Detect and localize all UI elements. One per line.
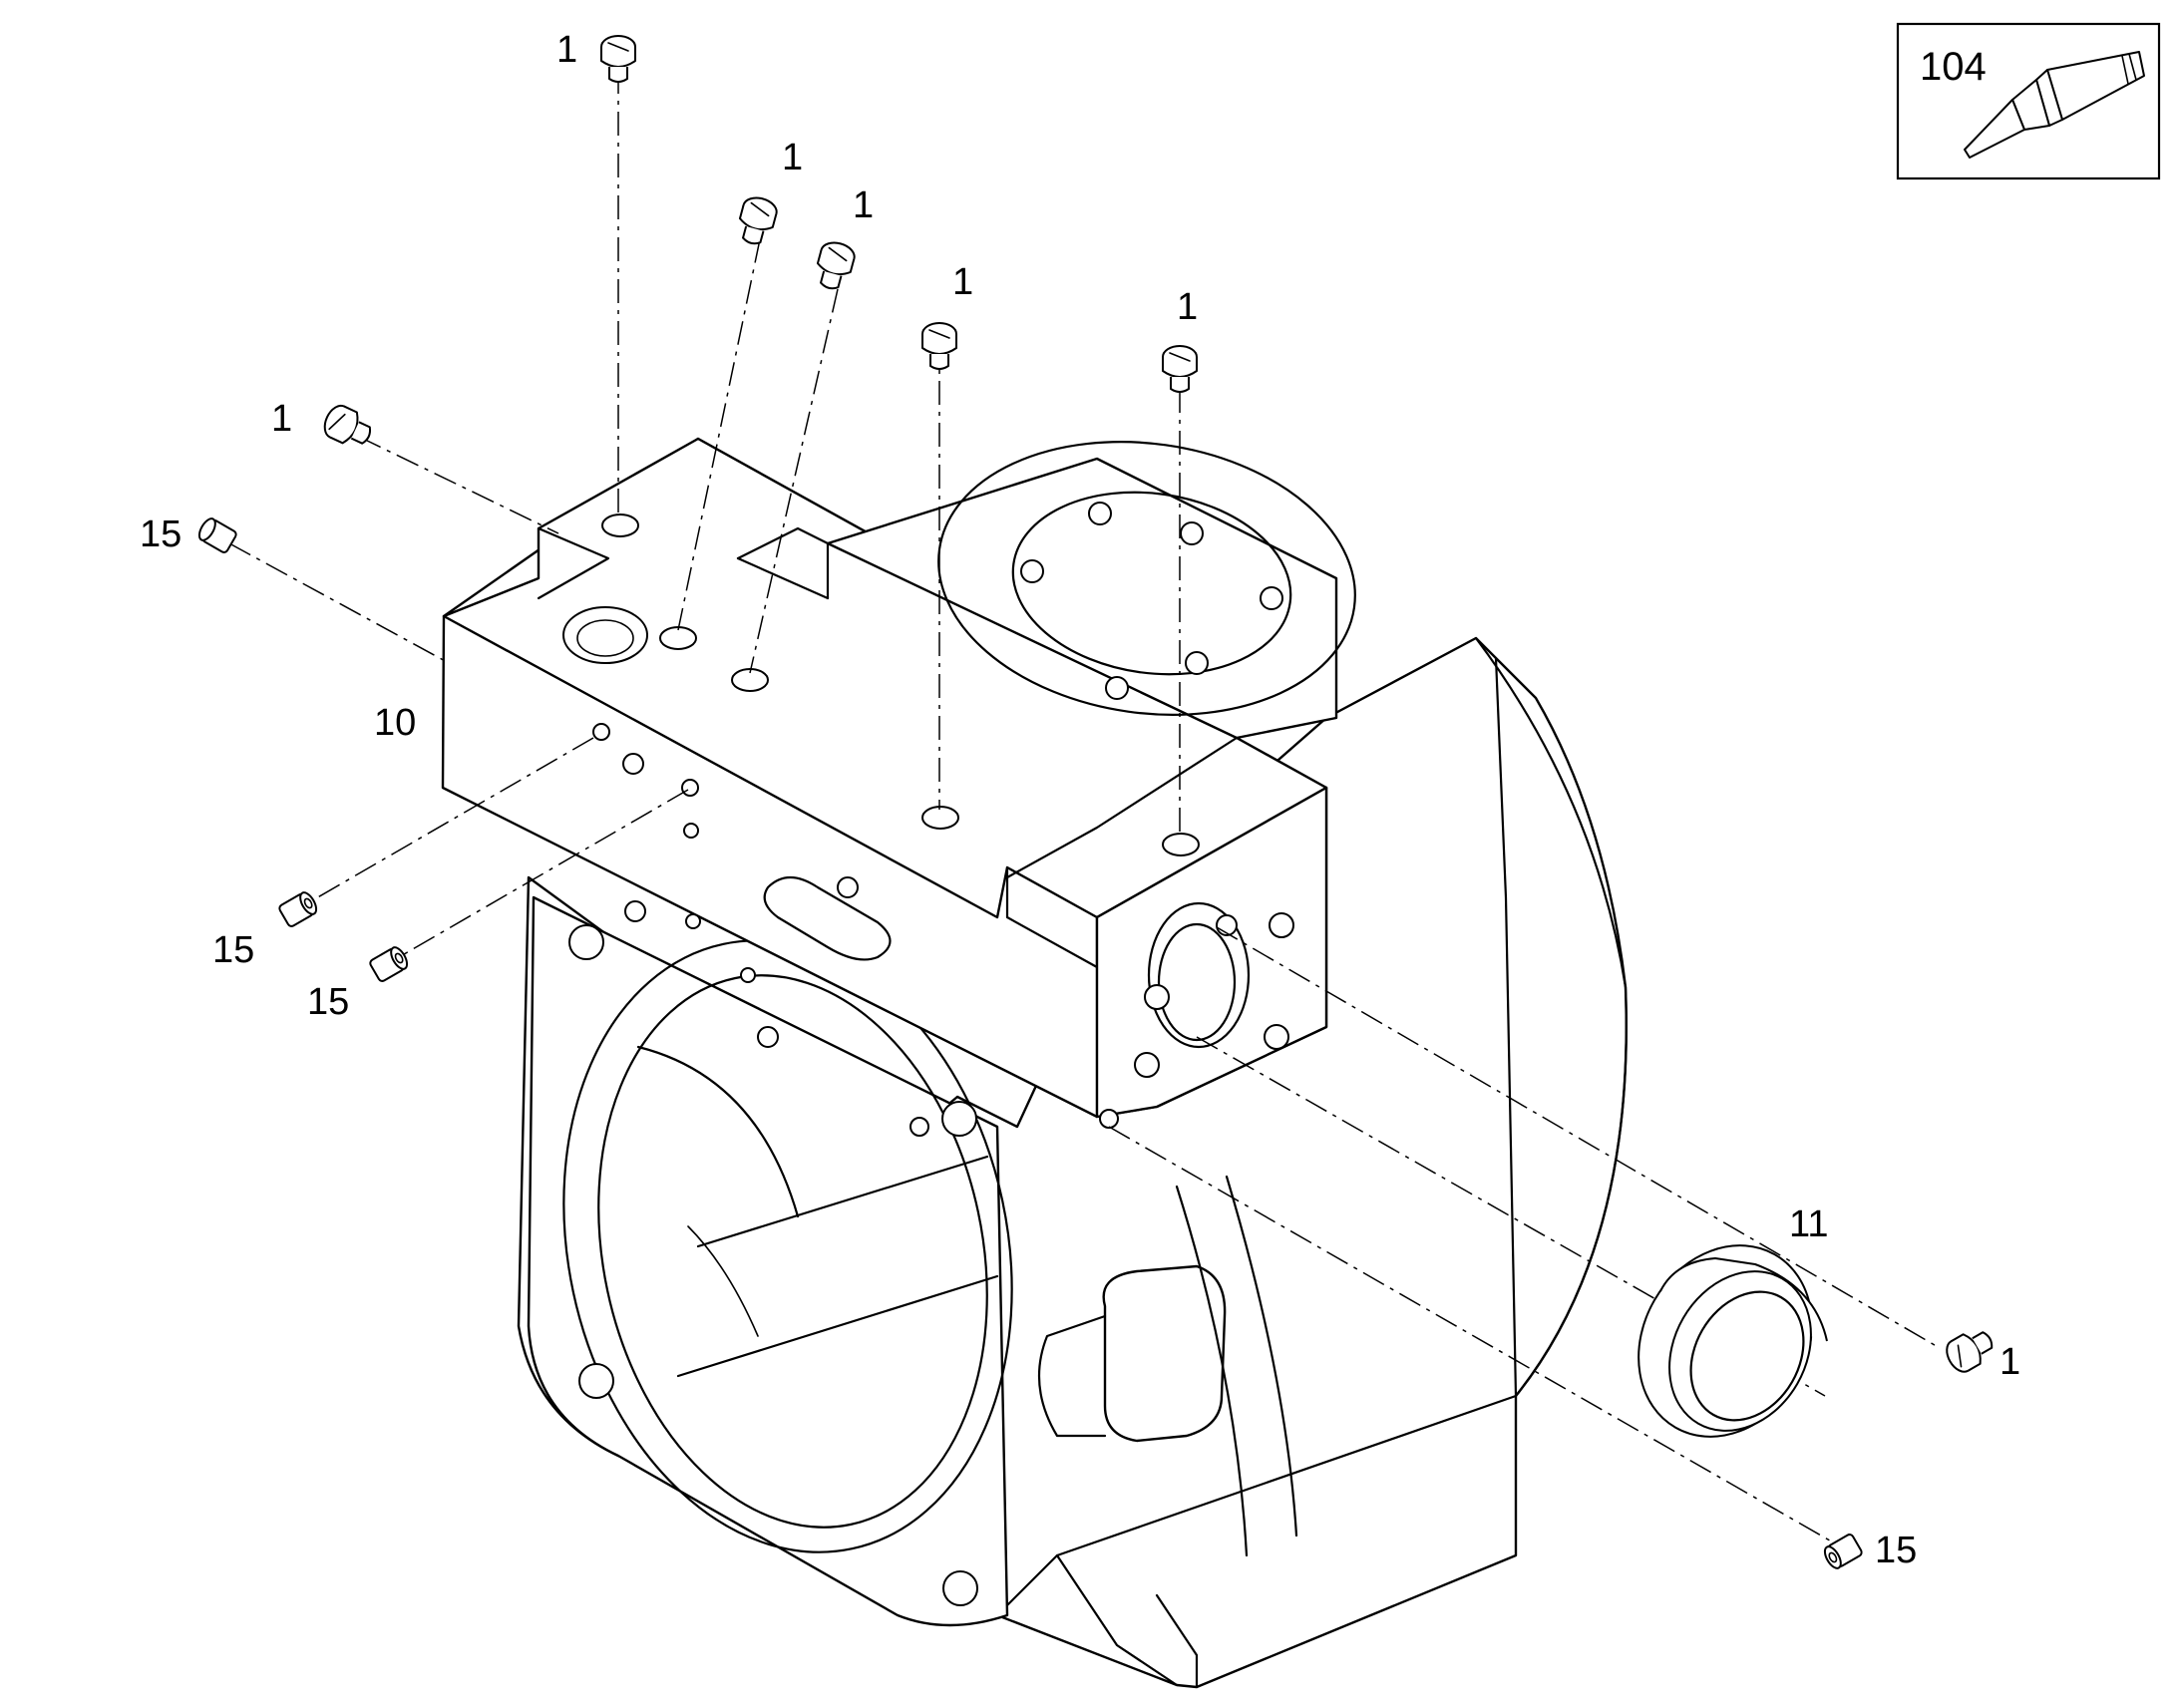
callout-screw: 1 (271, 398, 292, 440)
callout-screw: 1 (556, 29, 577, 71)
screw-icon (816, 241, 856, 290)
callout-plug: 15 (212, 929, 254, 971)
callout-plug: 15 (1875, 1530, 1917, 1571)
screw-icon (1946, 1331, 1994, 1373)
callout-labels: 1 1 1 1 1 1 15 10 15 15 11 1 15 (140, 29, 2020, 1571)
screw-icon (323, 404, 372, 445)
callout-plug: 15 (307, 981, 349, 1023)
callout-screw: 1 (853, 184, 874, 226)
screw-icon (738, 196, 778, 245)
callout-housing: 10 (374, 702, 416, 744)
callout-screw: 1 (952, 261, 973, 303)
plug-icon (369, 946, 409, 982)
seal-ring-icon (1637, 1244, 1828, 1438)
plug-icon (197, 517, 237, 553)
sealant-tube-icon (1964, 51, 2145, 159)
gear-housing (441, 437, 1628, 1689)
legend-code: 104 (1920, 45, 1987, 89)
plug-icon (1823, 1534, 1863, 1569)
screw-icon (921, 322, 957, 370)
plug-icon (278, 891, 318, 927)
callout-screw: 1 (782, 137, 803, 178)
legend-box: 104 (1896, 22, 2161, 180)
callout-screw: 1 (1999, 1341, 2020, 1383)
screw-icon (600, 35, 636, 83)
screw-icon (1162, 345, 1198, 393)
callout-screw: 1 (1177, 286, 1198, 328)
callout-plug: 15 (140, 513, 182, 555)
callout-seal-ring: 11 (1789, 1203, 1828, 1245)
